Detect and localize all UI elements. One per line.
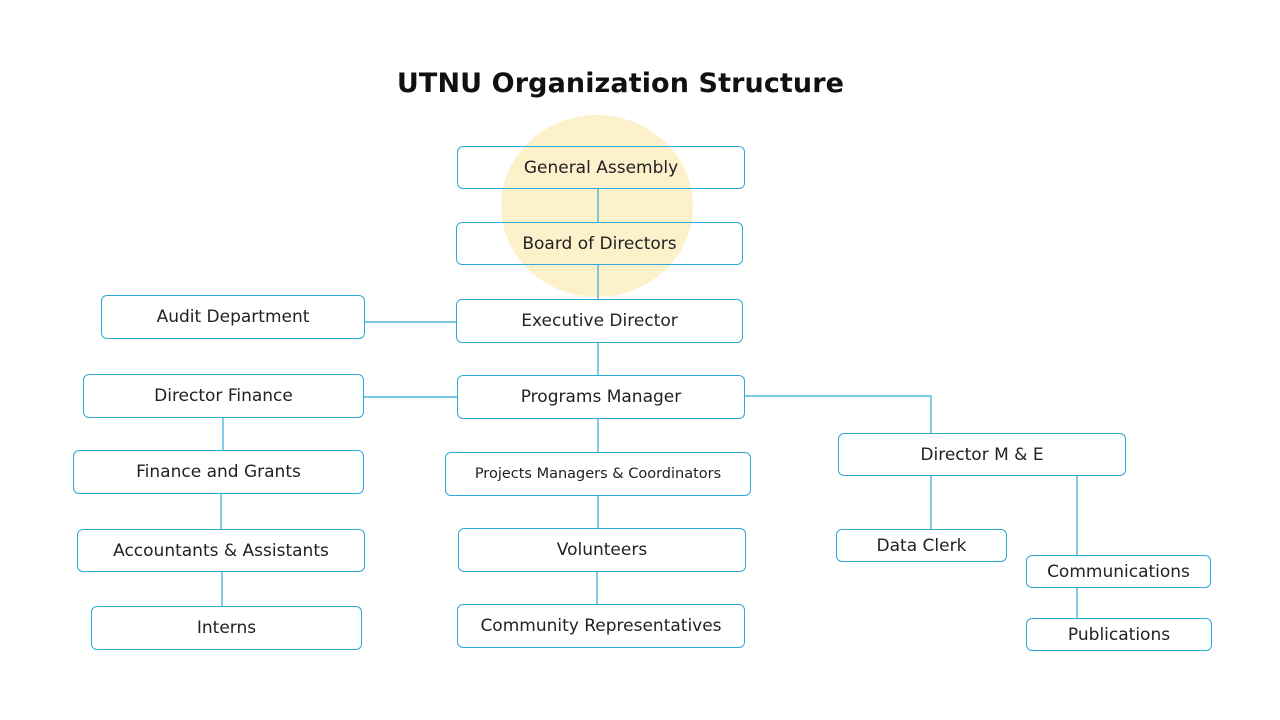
node-finance-and-grants[interactable]: Finance and Grants (73, 450, 364, 494)
node-general-assembly[interactable]: General Assembly (457, 146, 745, 189)
node-director-me[interactable]: Director M & E (838, 433, 1126, 476)
node-board-of-directors[interactable]: Board of Directors (456, 222, 743, 265)
node-interns[interactable]: Interns (91, 606, 362, 650)
node-communications[interactable]: Communications (1026, 555, 1211, 588)
highlight-circle (501, 115, 693, 297)
node-projects-managers-coordinators[interactable]: Projects Managers & Coordinators (445, 452, 751, 496)
connector-programs-me (744, 395, 932, 433)
node-data-clerk[interactable]: Data Clerk (836, 529, 1007, 562)
node-executive-director[interactable]: Executive Director (456, 299, 743, 343)
node-accountants-assistants[interactable]: Accountants & Assistants (77, 529, 365, 572)
node-audit-department[interactable]: Audit Department (101, 295, 365, 339)
node-community-representatives[interactable]: Community Representatives (457, 604, 745, 648)
chart-title: UTNU Organization Structure (396, 68, 845, 99)
node-programs-manager[interactable]: Programs Manager (457, 375, 745, 419)
node-publications[interactable]: Publications (1026, 618, 1212, 651)
node-volunteers[interactable]: Volunteers (458, 528, 746, 572)
node-director-finance[interactable]: Director Finance (83, 374, 364, 418)
